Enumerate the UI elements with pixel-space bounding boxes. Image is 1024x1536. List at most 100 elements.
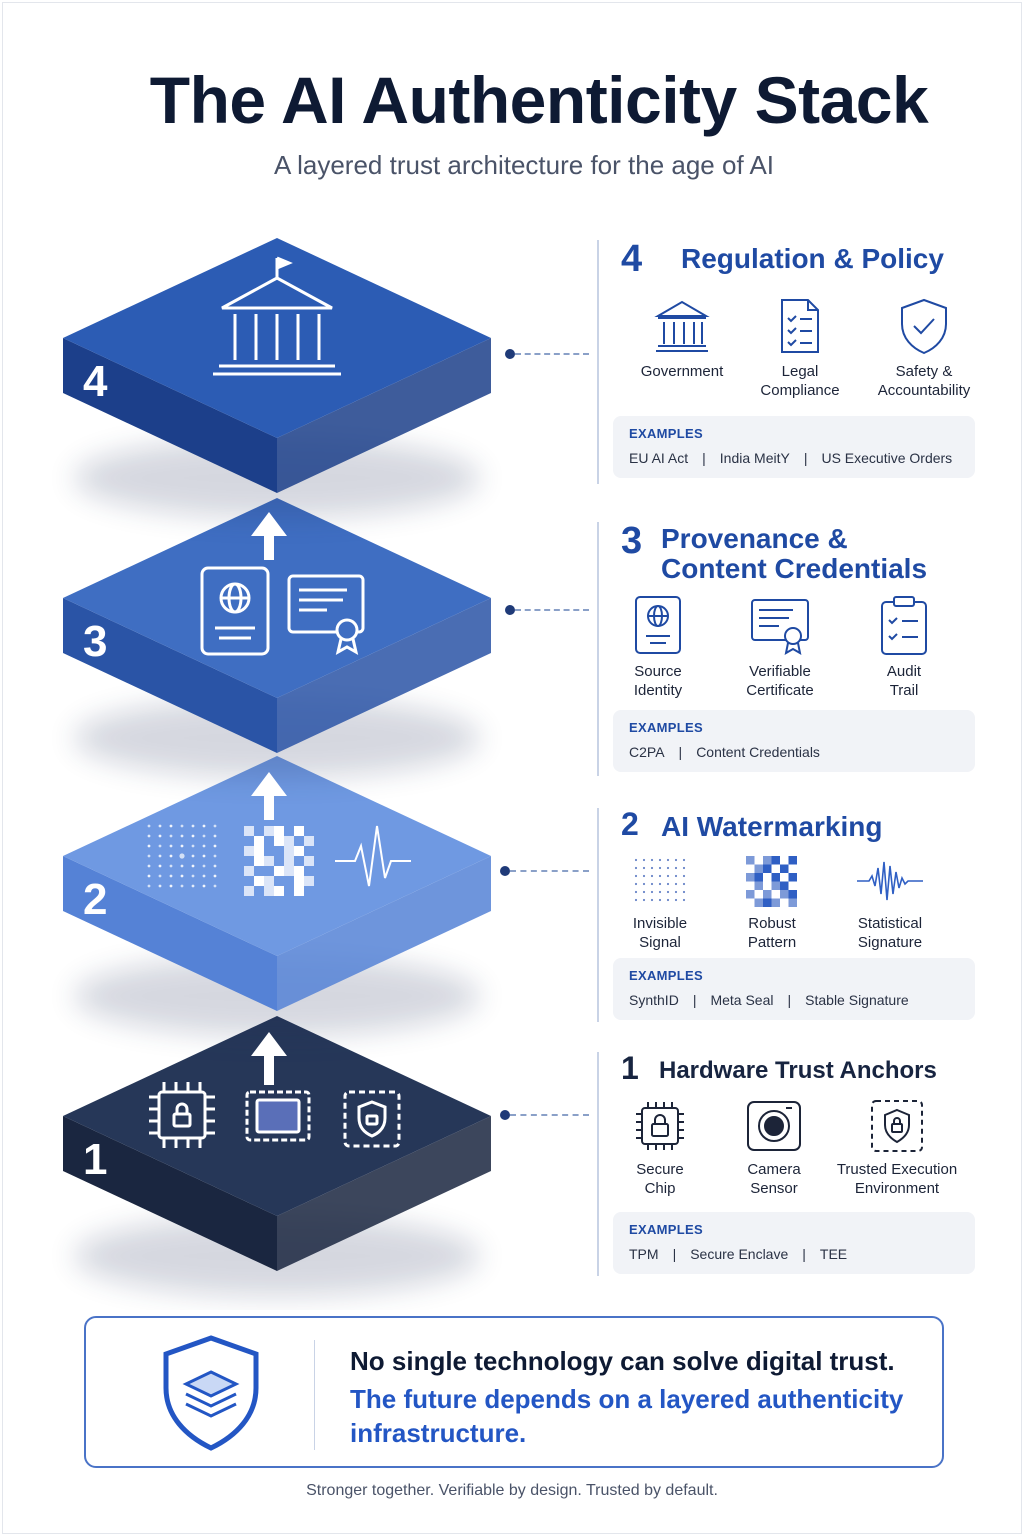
callout-subline: The future depends on a layered authenti… bbox=[350, 1384, 904, 1448]
stack-layer-3: 3 bbox=[63, 498, 491, 778]
callout-headline: No single technology can solve digital t… bbox=[350, 1346, 895, 1376]
icon-item-verifiable-certificate: Verifiable Certificate bbox=[715, 594, 845, 700]
icon-item-robust-pattern: Robust Pattern bbox=[707, 854, 837, 952]
layer-number: 3 bbox=[83, 617, 107, 666]
section-ai-watermarking: 2 AI Watermarking Invisible Signal Robus… bbox=[595, 806, 987, 1022]
stack-layer-2: 2 bbox=[63, 756, 491, 1036]
example-item: India MeitY bbox=[719, 450, 790, 466]
icon-label: Secure Chip bbox=[636, 1161, 684, 1197]
dot-grid-layer-icon bbox=[147, 824, 217, 888]
connector-3 bbox=[515, 609, 589, 611]
section-title: AI Watermarking bbox=[661, 811, 883, 842]
example-item: Stable Signature bbox=[805, 992, 909, 1008]
example-item: SynthID bbox=[629, 992, 679, 1008]
connector-4 bbox=[515, 353, 589, 355]
example-item: Secure Enclave bbox=[690, 1246, 789, 1262]
page-title: The AI Authenticity Stack bbox=[149, 63, 929, 137]
section-number: 3 bbox=[621, 520, 643, 562]
icon-label: Safety & Accountability bbox=[877, 363, 971, 399]
icon-label: Invisible Signal bbox=[632, 915, 688, 951]
layered-shield-icon bbox=[163, 1335, 259, 1451]
icon-item-secure-chip: Secure Chip bbox=[595, 1098, 725, 1198]
layer-icons bbox=[200, 566, 365, 656]
icon-item-invisible-signal: Invisible Signal bbox=[595, 854, 725, 952]
layer-right-face bbox=[277, 1116, 491, 1271]
layer-stack-diagram: 1 2 3 4 bbox=[63, 238, 491, 1296]
chip-lock-icon bbox=[636, 1102, 684, 1150]
layer-right-face bbox=[277, 598, 491, 753]
icon-label: Legal Compliance bbox=[760, 363, 840, 399]
example-item: US Executive Orders bbox=[821, 450, 953, 466]
sensor-layer-icon bbox=[245, 1090, 311, 1142]
summary-callout: No single technology can solve digital t… bbox=[84, 1316, 944, 1468]
layer-arrow-1 bbox=[251, 512, 287, 560]
footer-tagline: Stronger together. Verifiable by design.… bbox=[306, 1482, 718, 1499]
examples-label: EXAMPLES bbox=[629, 1222, 703, 1237]
tee-shield-icon bbox=[871, 1100, 923, 1152]
examples-list: TPM|Secure Enclave|TEE bbox=[629, 1246, 848, 1262]
section-provenance: 3 Provenance & Content Credentials Sourc… bbox=[597, 520, 987, 776]
layer-icons bbox=[147, 824, 411, 896]
layer-right-face bbox=[277, 338, 491, 493]
passport-icon bbox=[635, 596, 681, 654]
layer-top-face bbox=[63, 498, 491, 698]
examples-label: EXAMPLES bbox=[629, 720, 703, 735]
waveform-layer-icon bbox=[335, 825, 411, 887]
section-title: Regulation & Policy bbox=[681, 243, 944, 274]
building-icon bbox=[213, 256, 341, 376]
layer-arrow-2 bbox=[251, 772, 287, 820]
chip-layer-icon bbox=[149, 1082, 215, 1148]
certificate-layer-icon bbox=[287, 574, 365, 655]
icon-item-statistical-signature: Statistical Signature bbox=[825, 854, 955, 952]
examples-box: EXAMPLES C2PA|Content Credentials bbox=[613, 710, 975, 772]
examples-list: EU AI Act|India MeitY|US Executive Order… bbox=[629, 450, 953, 466]
icon-label: Source Identity bbox=[633, 663, 683, 699]
certificate-icon bbox=[751, 599, 809, 655]
section-title: Hardware Trust Anchors bbox=[659, 1057, 937, 1084]
example-item: TEE bbox=[819, 1246, 848, 1262]
layer-left-face bbox=[63, 1116, 277, 1271]
examples-box: EXAMPLES EU AI Act|India MeitY|US Execut… bbox=[613, 416, 975, 478]
icon-label: Verifiable Certificate bbox=[746, 663, 814, 699]
example-item: Content Credentials bbox=[696, 744, 820, 760]
examples-list: SynthID|Meta Seal|Stable Signature bbox=[629, 992, 909, 1008]
waveform-icon bbox=[857, 861, 923, 901]
layer-right-face bbox=[277, 856, 491, 1011]
icon-item-government: Government bbox=[617, 296, 747, 381]
legal-document-icon bbox=[781, 299, 819, 353]
example-item: C2PA bbox=[629, 744, 665, 760]
layer-number: 2 bbox=[83, 875, 107, 924]
connector-dot-2 bbox=[500, 866, 510, 876]
page-subtitle: A layered trust architecture for the age… bbox=[273, 150, 775, 180]
layer-arrow-3 bbox=[251, 1032, 287, 1085]
examples-box: EXAMPLES SynthID|Meta Seal|Stable Signat… bbox=[613, 958, 975, 1020]
example-item: TPM bbox=[629, 1246, 659, 1262]
icon-item-camera-sensor: Camera Sensor bbox=[709, 1098, 839, 1198]
layer-left-face bbox=[63, 598, 277, 753]
example-item: Meta Seal bbox=[710, 992, 774, 1008]
stack-layer-1: 1 bbox=[63, 1016, 491, 1296]
dot-grid-icon bbox=[634, 858, 686, 902]
tee-layer-icon bbox=[343, 1090, 401, 1148]
section-regulation-policy: 4 Regulation & Policy Government Legal C… bbox=[597, 238, 989, 484]
section-title: Provenance & Content Credentials bbox=[661, 523, 928, 584]
section-number: 4 bbox=[621, 238, 643, 280]
icon-label: Statistical Signature bbox=[857, 915, 923, 951]
passport-layer-icon bbox=[200, 566, 270, 656]
icon-label: Robust Pattern bbox=[747, 915, 797, 951]
connector-dot-1 bbox=[500, 1110, 510, 1120]
camera-sensor-icon bbox=[747, 1101, 801, 1151]
connector-dot-3 bbox=[505, 605, 515, 615]
examples-label: EXAMPLES bbox=[629, 426, 703, 441]
layer-number: 4 bbox=[83, 357, 108, 406]
layer-icons bbox=[149, 1082, 401, 1148]
connector-dot-4 bbox=[505, 349, 515, 359]
layer-left-face bbox=[63, 856, 277, 1011]
callout-divider bbox=[314, 1340, 315, 1450]
examples-box: EXAMPLES TPM|Secure Enclave|TEE bbox=[613, 1212, 975, 1274]
shield-check-icon bbox=[901, 298, 947, 355]
section-number: 2 bbox=[621, 806, 639, 842]
pixel-pattern-icon bbox=[746, 856, 797, 907]
layer-icons bbox=[213, 256, 341, 376]
icon-item-safety: Safety & Accountability bbox=[859, 296, 989, 400]
